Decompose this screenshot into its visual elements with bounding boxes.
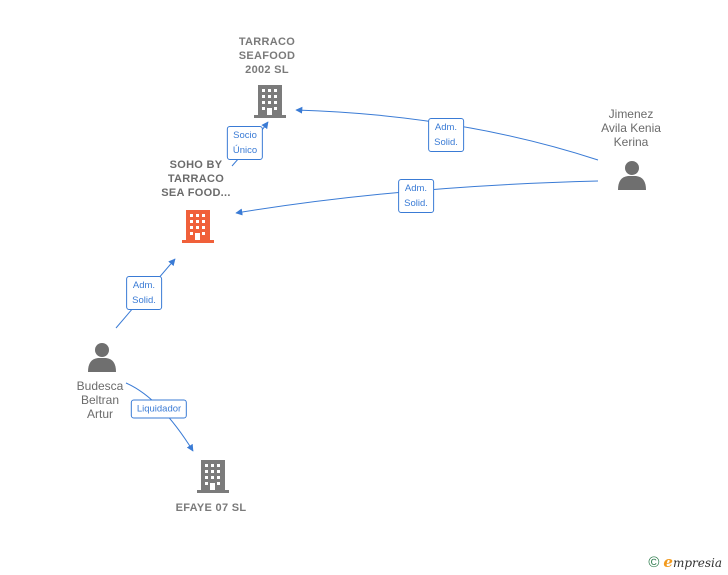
- building-icon[interactable]: [197, 460, 229, 493]
- edge-label-adm-solid-tarraco: Adm. Solid.: [428, 118, 464, 152]
- node-label-tarraco[interactable]: TARRACO SEAFOOD 2002 SL: [238, 36, 296, 76]
- copyright-symbol: ©: [648, 553, 660, 571]
- node-label-budesca[interactable]: Budesca Beltran Artur: [76, 379, 124, 421]
- building-icon[interactable]: [182, 210, 214, 243]
- node-label-efaye[interactable]: EFAYE 07 SL: [175, 502, 247, 514]
- person-icon[interactable]: [88, 343, 116, 372]
- edge-label-adm-solid-budesca: Adm. Solid.: [126, 276, 162, 310]
- footer-brand: © empresia: [648, 553, 722, 571]
- person-icon[interactable]: [618, 161, 646, 190]
- node-label-jimenez[interactable]: Jimenez Avila Kenia Kerina: [601, 107, 661, 149]
- building-icon[interactable]: [254, 85, 286, 118]
- node-label-soho[interactable]: SOHO BY TARRACO SEA FOOD...: [161, 159, 231, 199]
- edge-label-adm-solid-soho: Adm. Solid.: [398, 179, 434, 213]
- brand-logo[interactable]: empresia: [663, 553, 722, 571]
- edge-label-liquidador: Liquidador: [130, 399, 188, 419]
- edge-label-socio-unico: Socio Único: [226, 126, 264, 160]
